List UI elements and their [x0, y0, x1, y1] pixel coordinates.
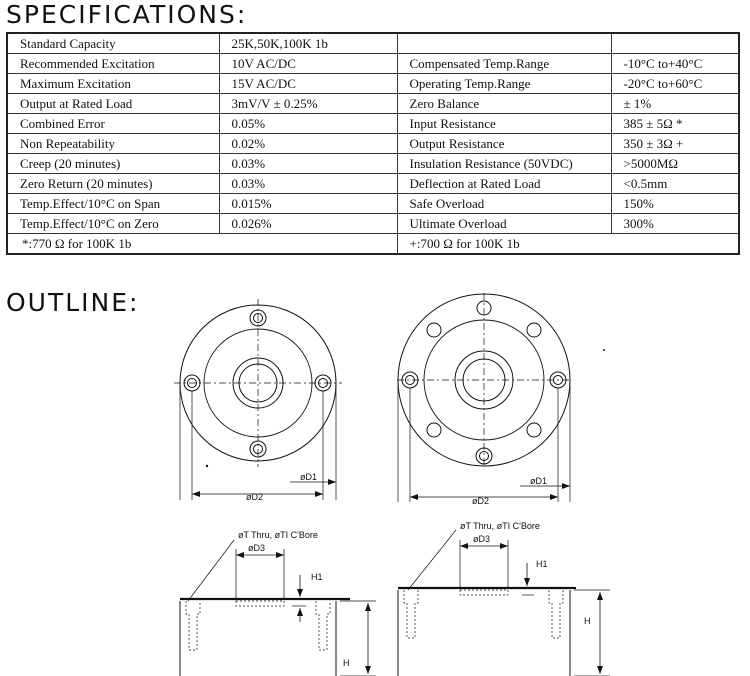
label-h-right: H [584, 616, 591, 626]
label-d3-left: øD3 [248, 543, 265, 553]
spec-label: Maximum Excitation [6, 73, 220, 94]
specifications-heading: SPECIFICATIONS: [6, 0, 248, 29]
label-h1-left: H1 [311, 572, 323, 582]
side-view-left [179, 539, 376, 676]
spec-footnote-row: *:770 Ω for 100K 1b+:700 Ω for 100K 1b [6, 233, 740, 255]
footnote-right: +:700 Ω for 100K 1b [396, 233, 740, 255]
spec-value: -20°C to+60°C [610, 73, 740, 94]
top-view-right [397, 293, 571, 502]
outline-heading: OUTLINE: [6, 288, 140, 317]
mounting-hole-bottom [475, 447, 493, 465]
mounting-hole-top-right [526, 322, 542, 338]
spec-value: 300% [610, 213, 740, 234]
spec-row: Zero Return (20 minutes)0.03%Deflection … [6, 173, 740, 194]
label-thru-left: øT Thru, øTI C'Bore [238, 530, 318, 540]
top-view-left [174, 299, 342, 500]
footnote-left: *:770 Ω for 100K 1b [6, 233, 398, 255]
spec-value: -10°C to+40°C [610, 53, 740, 74]
spec-value: >5000MΩ [610, 153, 740, 174]
spec-value: 0.015% [218, 193, 398, 214]
mounting-hole-top [476, 300, 492, 316]
mounting-hole-bottom [249, 440, 267, 458]
spec-label: Input Resistance [396, 113, 612, 134]
label-d2-right: øD2 [472, 496, 489, 506]
spec-value: 0.05% [218, 113, 398, 134]
label-h-left: H [343, 658, 350, 668]
mounting-hole-bottom-right [526, 422, 542, 438]
side-view-right [397, 529, 610, 676]
spec-label: Temp.Effect/10°C on Span [6, 193, 220, 214]
spec-label: Compensated Temp.Range [396, 53, 612, 74]
spec-label: Output Resistance [396, 133, 612, 154]
label-d2-left: øD2 [246, 492, 263, 502]
spec-label: Ultimate Overload [396, 213, 612, 234]
spec-value: 0.026% [218, 213, 398, 234]
spec-label: Combined Error [6, 113, 220, 134]
label-thru-right: øT Thru, øTI C'Bore [460, 521, 540, 531]
mounting-hole-top-left [426, 322, 442, 338]
label-d3-right: øD3 [473, 534, 490, 544]
label-d1-right: øD1 [530, 476, 547, 486]
label-d1-left: øD1 [300, 472, 317, 482]
label-h1-right: H1 [536, 559, 548, 569]
spec-label: Temp.Effect/10°C on Zero [6, 213, 220, 234]
spec-label: Non Repeatability [6, 133, 220, 154]
spec-label: Output at Rated Load [6, 93, 220, 114]
mounting-hole-bottom-left [426, 422, 442, 438]
spec-value: 0.03% [218, 153, 398, 174]
mounting-hole-top [249, 309, 267, 327]
spec-label: Recommended Excitation [6, 53, 220, 74]
